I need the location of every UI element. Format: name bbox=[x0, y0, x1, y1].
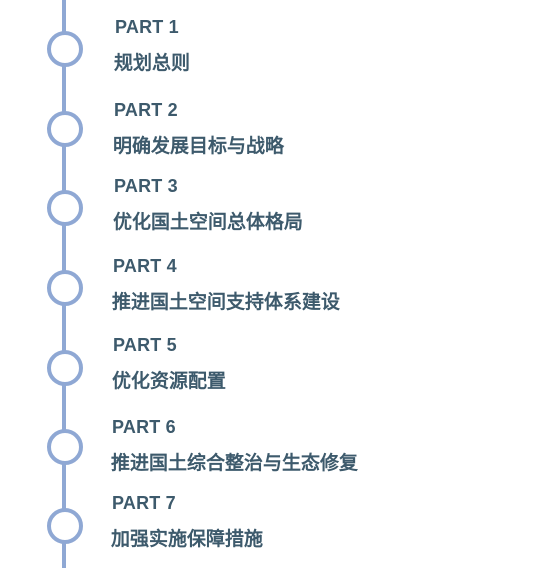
timeline-node-4 bbox=[47, 270, 83, 306]
part-title-2: 明确发展目标与战略 bbox=[113, 135, 285, 157]
part-label-5: PART 5 bbox=[113, 335, 177, 355]
part-label-2: PART 2 bbox=[114, 100, 178, 120]
timeline-node-2 bbox=[47, 111, 83, 147]
part-title-5: 优化资源配置 bbox=[112, 370, 227, 392]
part-title-6: 推进国土综合整治与生态修复 bbox=[111, 452, 359, 474]
part-title-1: 规划总则 bbox=[114, 52, 191, 74]
part-label-7: PART 7 bbox=[112, 493, 176, 513]
timeline-node-1 bbox=[47, 31, 83, 67]
part-label-4: PART 4 bbox=[113, 256, 177, 276]
timeline-node-6 bbox=[47, 429, 83, 465]
part-label-3: PART 3 bbox=[114, 176, 178, 196]
timeline-node-5 bbox=[47, 350, 83, 386]
part-label-6: PART 6 bbox=[112, 417, 176, 437]
part-title-7: 加强实施保障措施 bbox=[111, 528, 264, 550]
part-label-1: PART 1 bbox=[115, 17, 179, 37]
timeline-node-3 bbox=[47, 190, 83, 226]
part-title-4: 推进国土空间支持体系建设 bbox=[112, 291, 341, 313]
part-title-3: 优化国土空间总体格局 bbox=[113, 211, 304, 233]
timeline-node-7 bbox=[47, 508, 83, 544]
